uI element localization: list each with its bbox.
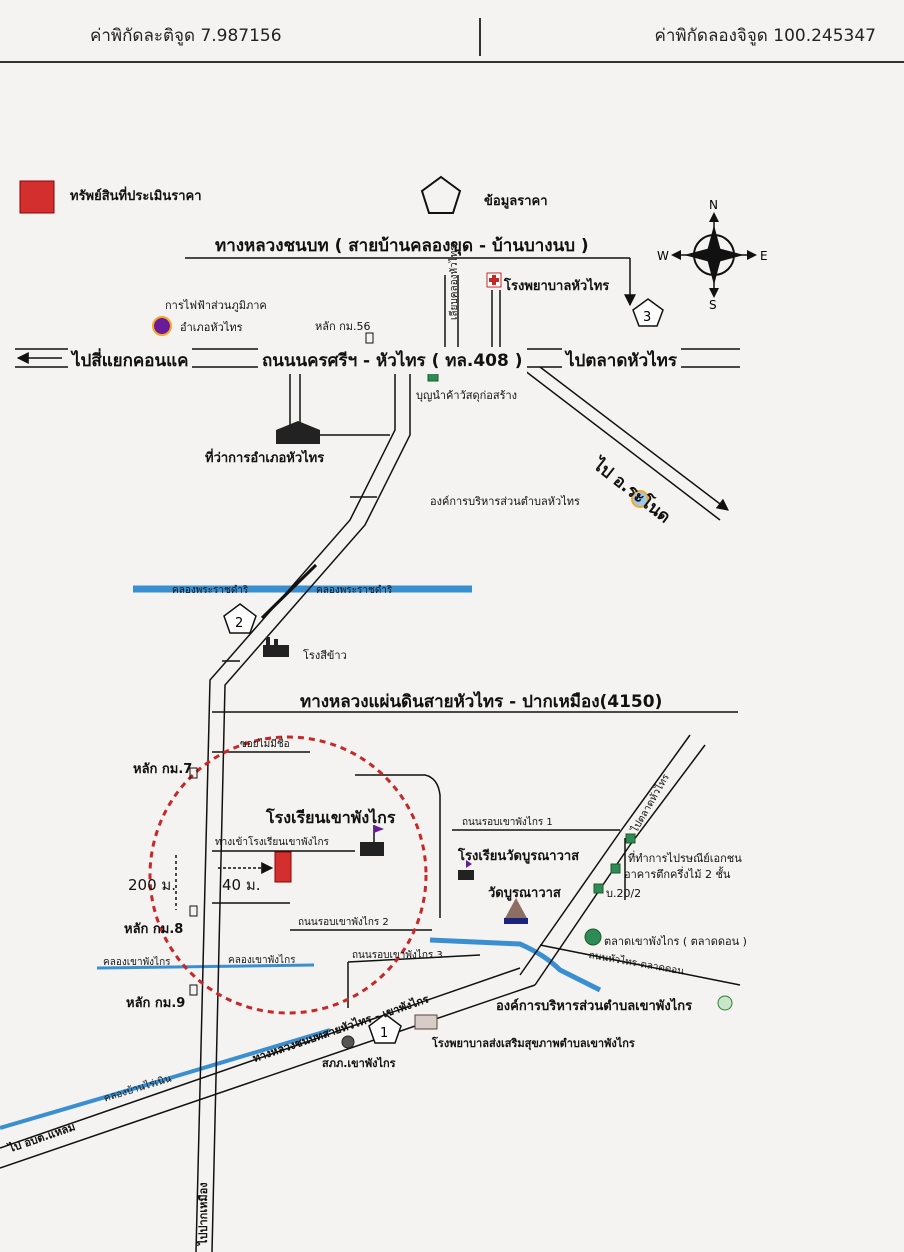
radius-circle <box>148 735 428 1015</box>
rural-road-label: ทางหลวงชนบท ( สายบ้านคลองขุด - บ้านบางนบ… <box>215 236 589 256</box>
school-flag-icon <box>360 825 384 856</box>
house-label: บ.20/2 <box>606 887 642 900</box>
sao-huasai-label: องค์การบริหารส่วนตำบลหัวไทร <box>430 495 580 508</box>
post-office-label: ที่ทำการไปรษณีย์เอกชน <box>628 852 742 865</box>
huasai-market-road <box>539 944 741 986</box>
legend-property-icon <box>19 180 55 214</box>
market-road-a <box>519 734 691 976</box>
ranot-road-a <box>519 366 721 521</box>
sao-khaophangkrai-label: องค์การบริหารส่วนตำบลเขาพังไกร <box>496 999 693 1014</box>
compass-w: W <box>657 249 669 263</box>
district-office-icon <box>276 421 320 444</box>
soi-label: ซอยไม่มีชื่อ <box>240 739 290 750</box>
building-icon <box>610 863 621 874</box>
longitude-label: ค่าพิกัดลองจิจูด 100.245347 <box>654 26 877 46</box>
ring1-label: ถนนรอบเขาพังไกร 1 <box>462 817 553 828</box>
canal-khao-phangkrai <box>96 963 315 970</box>
marker-3-icon <box>632 298 664 327</box>
compass-icon <box>671 212 757 298</box>
temple-icon <box>504 898 528 924</box>
school-label: โรงเรียนเขาพังไกร <box>266 808 396 827</box>
rural-road-south-a <box>0 967 521 1149</box>
police-icon <box>341 1035 355 1049</box>
district-office-label: ที่ว่าการอำเภอหัวไทร <box>205 451 325 466</box>
hospital-icon <box>486 272 502 288</box>
km7-label: หลัก กม.7 <box>133 762 193 777</box>
canal-east <box>429 937 602 993</box>
canal-label-3: คลองเขาพังไกร <box>103 957 171 968</box>
legend-property-label: ทรัพย์สินที่ประเมินราคา <box>70 189 202 204</box>
to-pakmueang-label: ไปปากเหมือง <box>197 1182 210 1245</box>
pea-label-2: อำเภอหัวไทร <box>180 321 243 334</box>
school-entrance-label: ทางเข้าโรงเรียนเขาพังไกร <box>215 837 329 848</box>
market-label: ตลาดเขาพังไกร ( ตลาดดอน ) <box>604 935 747 948</box>
wat-school-label: โรงเรียนวัดบูรณาวาส <box>458 849 580 864</box>
distance-200-label: 200 ม. <box>128 876 177 894</box>
canal-ban-rai <box>0 1028 331 1130</box>
market-icon <box>584 928 602 946</box>
post-office-icon <box>625 833 636 844</box>
km56-label: หลัก กม.56 <box>315 320 371 333</box>
bridge-2 <box>260 563 318 620</box>
sao-huasai-icon <box>631 490 649 508</box>
compass-s: S <box>709 298 717 312</box>
health-hospital-label: โรงพยาบาลส่งเสริมสุขภาพตำบลเขาพังไกร <box>432 1037 635 1050</box>
ring-3 <box>347 954 481 963</box>
canal-label-2: คลองพระราชดำริ <box>316 585 393 596</box>
km9-label: หลัก กม.9 <box>126 996 186 1011</box>
km8-icon <box>189 905 198 917</box>
police-label: สภภ.เขาพังไกร <box>322 1057 396 1070</box>
rice-mill-icon <box>263 637 289 657</box>
marker-2-icon <box>223 603 257 634</box>
hospital-label: โรงพยาบาลหัวไทร <box>504 279 610 294</box>
compass-e: E <box>760 249 768 263</box>
rural-road-south-b <box>0 984 536 1169</box>
km56-icon <box>365 332 374 344</box>
km9-icon <box>189 984 198 996</box>
pea-icon <box>152 316 172 336</box>
km8-label: หลัก กม.8 <box>124 922 184 937</box>
km7-icon <box>189 767 198 779</box>
house-icon <box>593 883 604 894</box>
marker-1-icon <box>368 1013 402 1044</box>
marker-3-label: 3 <box>643 310 651 325</box>
south-road-west <box>195 367 396 1252</box>
property-marker <box>274 851 292 883</box>
sao-khaophangkrai-icon <box>717 995 733 1011</box>
latitude-label: ค่าพิกัดละติจูด 7.987156 <box>90 26 282 46</box>
canal-label-4: คลองเขาพังไกร <box>228 955 296 966</box>
school-loop-west <box>355 774 441 918</box>
building-label: อาคารตึกครึ่งไม้ 2 ชั้น <box>624 868 731 881</box>
wat-school-icon <box>458 860 474 880</box>
marker-1-label: 1 <box>380 1026 388 1041</box>
store-label: บุญนำค้าวัสดุก่อสร้าง <box>416 389 518 402</box>
ring2-label: ถนนรอบเขาพังไกร 2 <box>298 917 389 928</box>
to-kaeng-label: ไปสี่แยกคอนแค <box>68 347 193 374</box>
health-hospital-icon <box>414 1014 438 1030</box>
marker-2-label: 2 <box>235 616 243 631</box>
legend-price-icon <box>420 175 462 214</box>
rice-mill-label: โรงสีข้าว <box>303 649 347 662</box>
to-market-label: ไปตลาดหัวไทร <box>562 347 682 374</box>
legend-price-label: ข้อมูลราคา <box>484 194 548 209</box>
pea-label: การไฟฟ้าส่วนภูมิภาค <box>165 299 267 312</box>
main-road-label: ถนนนครศรีฯ - หัวไทร ( ทล.408 ) <box>258 347 527 374</box>
ring3-label: ถนนรอบเขาพังไกร 3 <box>352 950 443 961</box>
market-road-b <box>534 744 706 986</box>
highway-4150-label: ทางหลวงแผ่นดินสายหัวไทร - ปากเหมือง(4150… <box>300 692 663 712</box>
compass-n: N <box>709 198 718 212</box>
side-road-label: เลียบคลองหัวไทร <box>449 245 460 320</box>
temple-label: วัดบูรณาวาส <box>488 886 561 901</box>
south-road-east <box>211 367 411 1252</box>
canal-label-1: คลองพระราชดำริ <box>172 585 249 596</box>
ranot-road-b <box>539 366 729 511</box>
distance-40-label: 40 ม. <box>222 876 261 894</box>
